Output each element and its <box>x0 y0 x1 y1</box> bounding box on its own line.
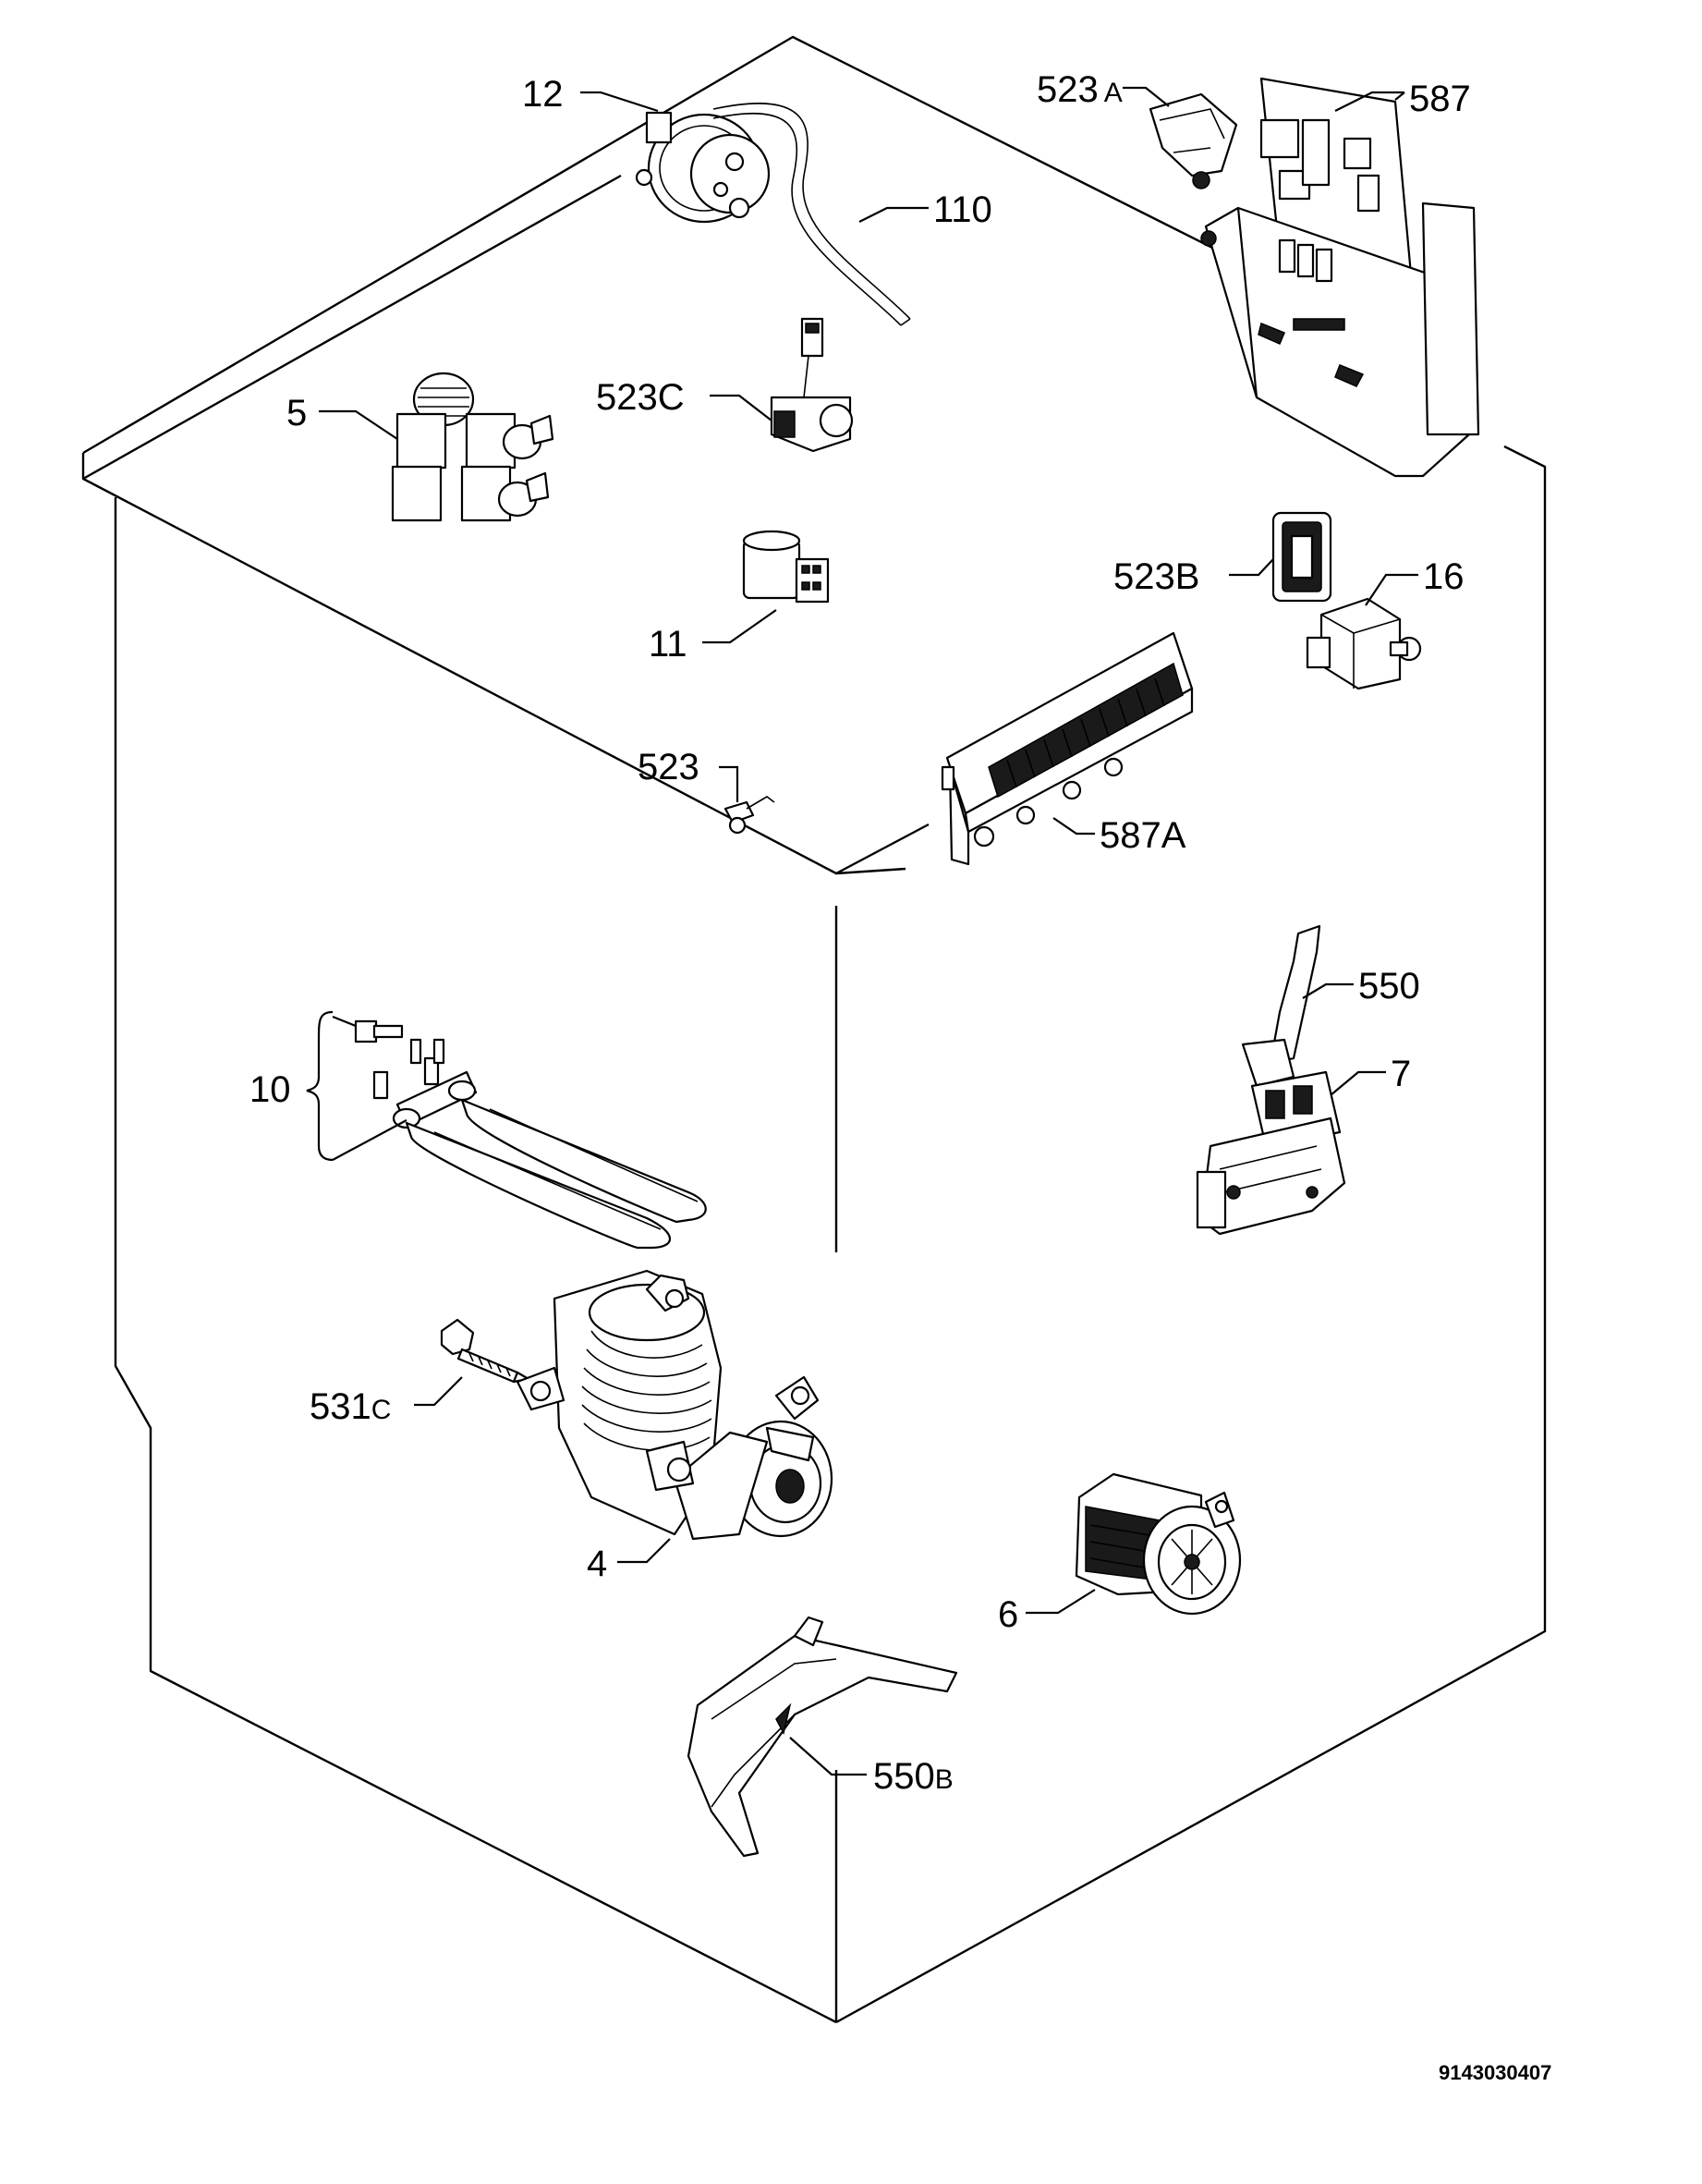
label-7: 7 <box>1391 1054 1411 1094</box>
label-11: 11 <box>649 624 687 665</box>
label-12: 12 <box>522 74 564 115</box>
hose-110 <box>712 103 911 326</box>
door-lock-7 <box>1196 1070 1346 1236</box>
label-5: 5 <box>286 393 307 433</box>
screw-531c <box>440 1318 530 1384</box>
label-531c: 531C <box>310 1386 391 1427</box>
label-110: 110 <box>933 189 992 230</box>
label-587a: 587A <box>1100 815 1186 856</box>
cabinet-outline <box>81 35 1547 2024</box>
label-10: 10 <box>249 1069 291 1110</box>
sensor-523 <box>723 796 775 835</box>
label-550b: 550B <box>873 1756 954 1797</box>
leader-lines <box>319 86 1418 1776</box>
sensor-523c <box>770 317 854 453</box>
label-550: 550 <box>1358 966 1420 1007</box>
selector-switch-16 <box>1306 597 1422 690</box>
gasket-523b <box>1271 511 1332 603</box>
solenoid-valve-5 <box>391 372 554 522</box>
label-523b: 523B <box>1113 556 1199 597</box>
label-16: 16 <box>1423 556 1465 597</box>
document-number: 9143030407 <box>1439 2061 1551 2084</box>
control-board-587 <box>1200 77 1480 478</box>
label-6: 6 <box>998 1594 1018 1635</box>
drain-pump-4 <box>516 1269 833 1541</box>
cover-550b <box>687 1616 958 1858</box>
brace-10 <box>306 1010 334 1162</box>
label-523c: 523C <box>596 377 685 418</box>
connector-523a <box>1149 92 1238 189</box>
label-523: 523 <box>638 747 699 787</box>
display-panel-587a <box>941 631 1194 866</box>
label-4: 4 <box>587 1543 607 1584</box>
pump-motor-6 <box>1075 1472 1242 1616</box>
label-587: 587 <box>1409 79 1471 119</box>
pressure-switch-12 <box>635 111 771 224</box>
capacitor-11 <box>742 530 830 604</box>
lever-550 <box>1241 924 1321 1088</box>
heating-element-10 <box>354 1019 707 1250</box>
